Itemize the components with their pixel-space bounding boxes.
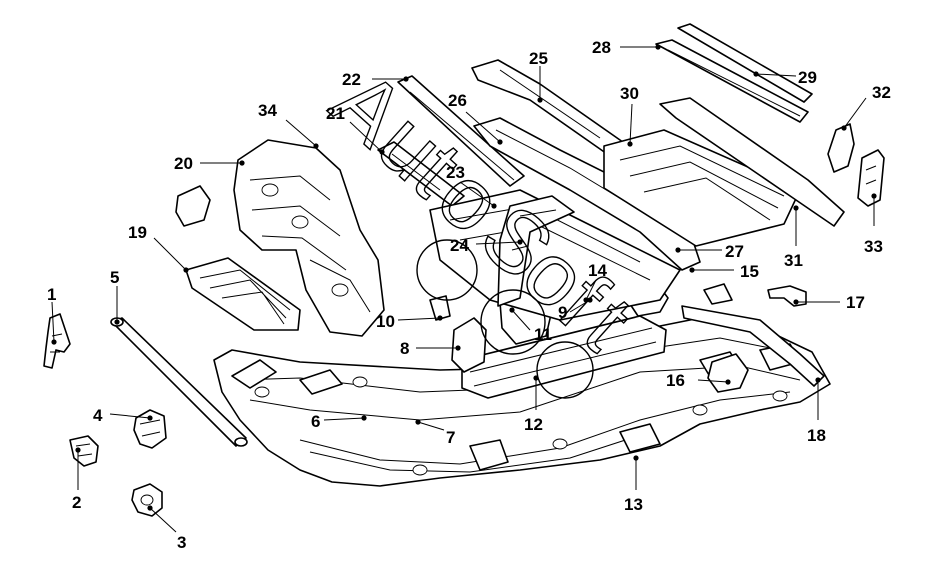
callout-34: 34	[258, 101, 277, 120]
watermark-ring	[480, 289, 546, 355]
parts-layer	[43, 23, 885, 517]
part-15-bracket	[703, 283, 733, 305]
callout-33: 33	[864, 237, 883, 256]
part-20-panel	[233, 139, 385, 337]
callout-27: 27	[725, 242, 744, 261]
callout-16: 16	[666, 371, 685, 390]
callout-31: 31	[784, 251, 803, 270]
part-31-rail	[659, 97, 845, 227]
callout-4: 4	[93, 406, 103, 425]
part-33-bracket	[857, 149, 885, 207]
callout-8: 8	[400, 339, 409, 358]
callout-9: 9	[558, 303, 567, 322]
callout-13: 13	[624, 495, 643, 514]
callout-2: 2	[72, 493, 81, 512]
callout-32: 32	[872, 83, 891, 102]
part-8-bracket	[451, 317, 487, 373]
callout-14: 14	[588, 261, 607, 280]
callout-7: 7	[446, 428, 455, 447]
callout-11: 11	[534, 325, 552, 344]
part-29-rail	[677, 23, 813, 103]
part-17-bracket	[767, 285, 807, 307]
callout-15: 15	[740, 262, 759, 281]
part-2-bracket	[69, 435, 99, 467]
part-3-mount	[131, 483, 163, 517]
callout-24: 24	[450, 236, 469, 255]
callout-21: 21	[326, 104, 345, 123]
callout-22: 22	[342, 70, 361, 89]
callout-20: 20	[174, 154, 193, 173]
part-24-floor	[429, 189, 681, 321]
callout-6: 6	[311, 412, 320, 431]
callout-23: 23	[446, 163, 465, 182]
callout-10: 10	[376, 312, 395, 331]
callout-1: 1	[47, 285, 56, 304]
callout-numbers: 1 2 3 4 5 6 7 8 9 10 11 12 13 14 15 16 1…	[47, 38, 891, 552]
callout-28: 28	[592, 38, 611, 57]
part-16-bracket	[707, 353, 749, 393]
part-4-bracket	[133, 409, 167, 449]
callout-12: 12	[524, 415, 543, 434]
watermark-ring	[416, 239, 478, 301]
callout-3: 3	[177, 533, 186, 552]
part-32-bracket	[827, 123, 855, 173]
callout-18: 18	[807, 426, 826, 445]
part-10-bracket	[429, 295, 451, 321]
watermark-ring	[536, 341, 594, 399]
callout-26: 26	[448, 91, 467, 110]
part-5-shaft	[110, 317, 248, 447]
part-19-panel	[185, 257, 301, 331]
callout-19: 19	[128, 223, 147, 242]
part-30-panel	[603, 129, 801, 247]
callout-25: 25	[529, 49, 548, 68]
part-13-frame	[213, 317, 831, 487]
part-21-strip	[377, 141, 465, 207]
part-1-bracket	[43, 313, 71, 369]
callout-30: 30	[620, 84, 639, 103]
callout-5: 5	[110, 268, 119, 287]
part-28-rail	[655, 39, 809, 123]
callout-17: 17	[846, 293, 865, 312]
leader-lines	[51, 44, 877, 533]
part-20-bracket	[175, 185, 211, 227]
callout-29: 29	[798, 68, 817, 87]
part-18-rail	[681, 305, 825, 387]
